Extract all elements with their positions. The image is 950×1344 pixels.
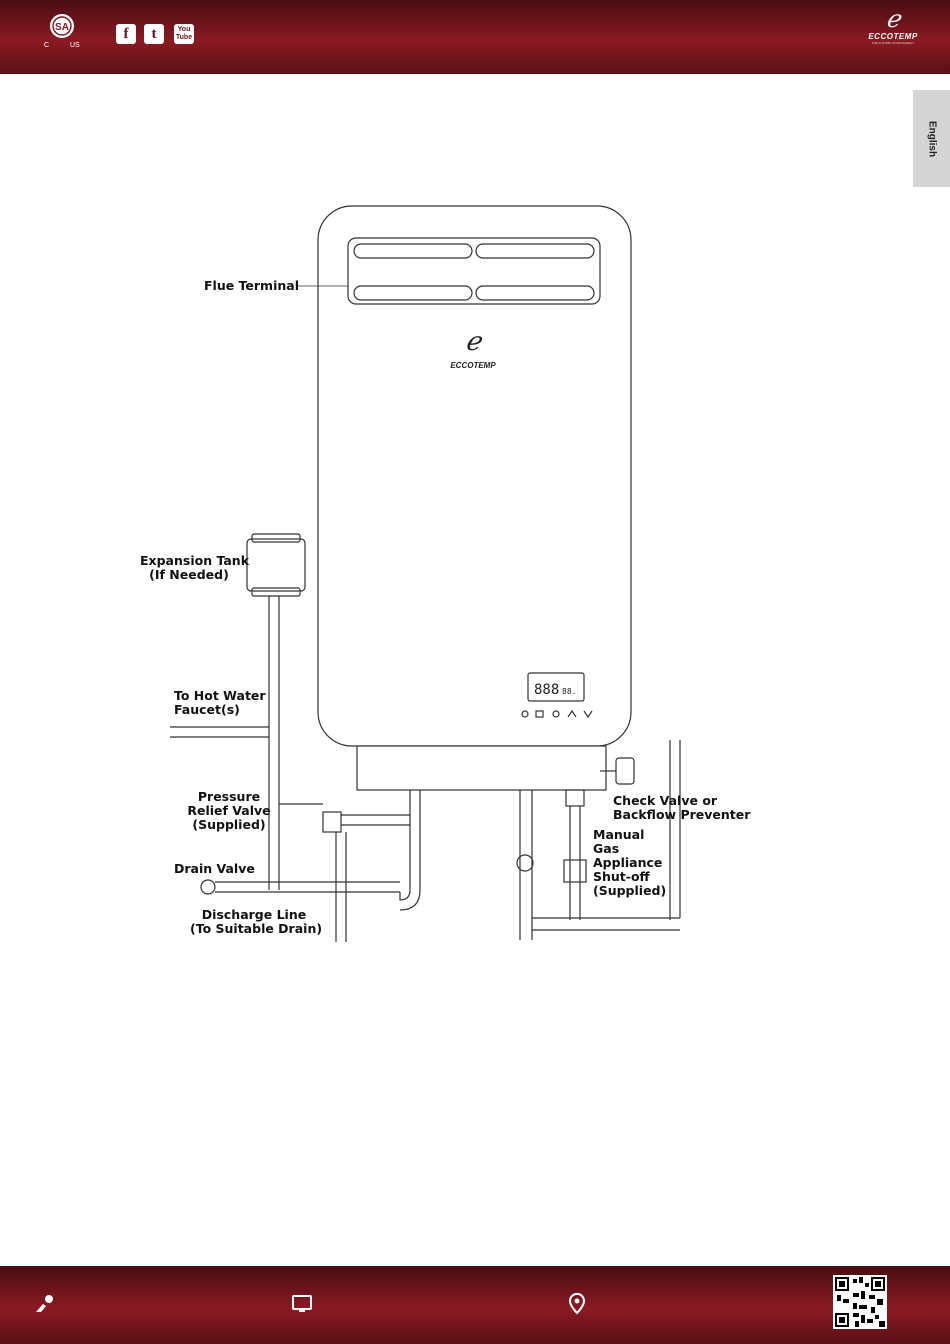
label-discharge-line2: (To Suitable Drain) [190,921,323,936]
label-pressure-relief-valve: Pressure Relief Valve (Supplied) [174,790,284,832]
label-hot-water: To Hot Water Faucet(s) [174,689,266,717]
label-gas-line4: Shut-off [593,869,650,884]
label-prv-line1: Pressure [197,789,261,804]
monitor-icon[interactable] [290,1292,314,1316]
youtube-icon[interactable]: You Tube [174,24,194,44]
facebook-icon[interactable]: f [116,24,136,44]
label-prv-line3: (Supplied) [192,817,266,832]
label-check-valve: Check Valve or Backflow Preventer [613,794,750,822]
label-check-valve-line1: Check Valve or [613,793,718,808]
brand-e-mark: ℯ [885,7,901,33]
user-pin-icon[interactable] [33,1292,57,1316]
label-expansion-tank: Expansion Tank (If Needed) [140,553,250,582]
language-tab[interactable]: English [913,90,950,187]
svg-text:ℯ: ℯ [465,327,483,356]
footer-bar [0,1266,950,1344]
label-drain-valve: Drain Valve [174,861,255,876]
label-discharge-line1: Discharge Line [201,907,307,922]
location-pin-icon[interactable] [565,1292,589,1316]
svg-text:SA: SA [55,22,69,33]
label-hot-water-line2: Faucet(s) [174,702,240,717]
language-tab-label: English [926,120,937,157]
label-hot-water-line1: To Hot Water [174,688,266,703]
cert-us-label: US [70,42,80,49]
installation-diagram: ℯ ECCOTEMP 888 88. Flue Terminal Expansi… [140,200,760,945]
label-gas-line1: Manual [593,827,645,842]
display-small-readout: 88. [562,687,576,696]
label-expansion-tank-line2: (If Needed) [149,567,229,582]
label-expansion-tank-line1: Expansion Tank [140,553,250,568]
unit-brand-text: ECCOTEMP [450,361,496,370]
twitter-icon[interactable]: t [144,24,164,44]
eccotemp-logo: ℯ ECCOTEMP THE FUTURE OF EFFICIENCY [862,8,924,50]
cert-c-label: C [44,42,50,49]
brand-name: ECCOTEMP [868,32,918,41]
brand-tagline: THE FUTURE OF EFFICIENCY [871,41,915,45]
water-heater-illustration: ℯ ECCOTEMP 888 88. [170,205,681,942]
label-gas-line5: (Supplied) [593,883,667,898]
label-check-valve-line2: Backflow Preventer [613,807,751,822]
csa-certification-logo: SA C US [44,10,88,50]
label-flue-terminal: Flue Terminal [204,278,299,293]
label-gas-line2: Gas [593,841,620,856]
label-discharge-line: Discharge Line (To Suitable Drain) [190,907,323,936]
header-bar: SA C US f t You Tube ℯ ECCOTEMP THE FUTU… [0,0,950,74]
label-prv-line2: Relief Valve [187,803,271,818]
label-manual-gas-shutoff: Manual Gas Appliance Shut-off (Supplied) [593,828,666,898]
label-gas-line3: Appliance [593,855,663,870]
qr-code-icon[interactable] [833,1275,887,1329]
display-readout: 888 [534,682,559,698]
